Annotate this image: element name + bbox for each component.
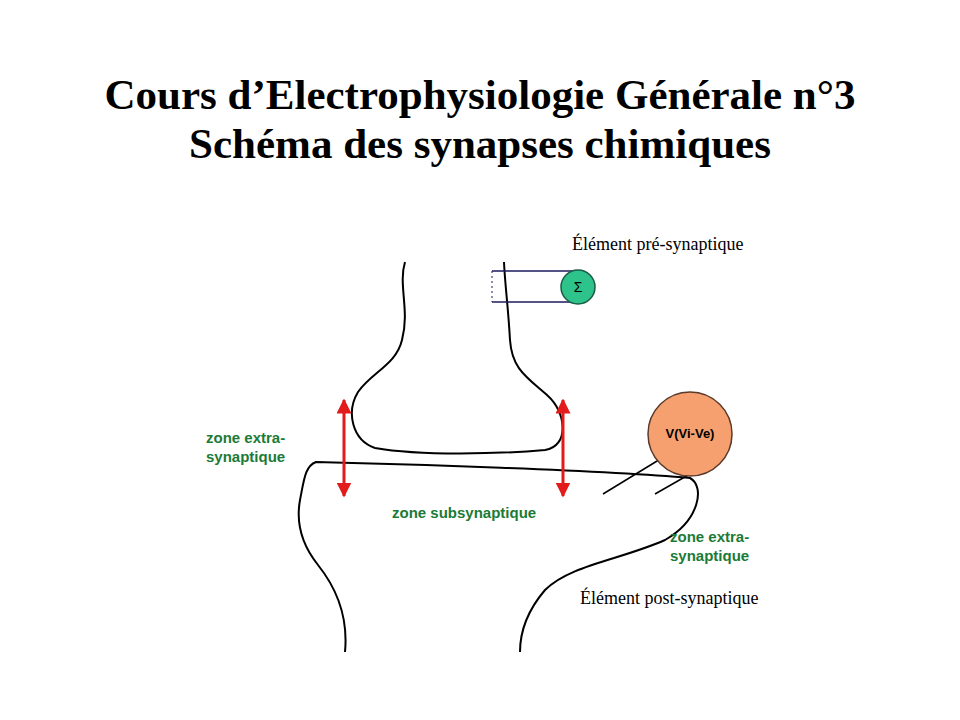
zone-arrow xyxy=(343,400,346,496)
electrode-lead xyxy=(603,458,662,494)
electrode-lead xyxy=(492,271,493,302)
postsynaptic-outline xyxy=(299,462,698,652)
zone-label: zone extra- synaptique xyxy=(206,428,306,466)
circle-shape xyxy=(648,392,732,476)
element-label: Élément post-synaptique xyxy=(580,588,758,608)
zone-arrow xyxy=(562,400,565,496)
node-label: V(Vi-Ve) xyxy=(666,426,715,442)
electrode-lead xyxy=(492,270,572,272)
voltage-electrode: V(Vi-Ve) xyxy=(646,390,734,478)
element-label: Élément pré-synaptique xyxy=(572,234,743,254)
zone-label: zone subsynaptique xyxy=(392,503,536,522)
electrode-lead xyxy=(492,301,572,303)
presynaptic-outline xyxy=(352,262,563,454)
circle-shape xyxy=(561,270,595,304)
electrode-lead xyxy=(655,474,690,494)
node-label: Σ xyxy=(574,279,583,296)
zone-label: zone extra- synaptique xyxy=(670,527,770,565)
page-title: Cours d’Electrophysiologie Générale n°3 … xyxy=(80,70,880,168)
sigma-electrode: Σ xyxy=(559,268,597,306)
